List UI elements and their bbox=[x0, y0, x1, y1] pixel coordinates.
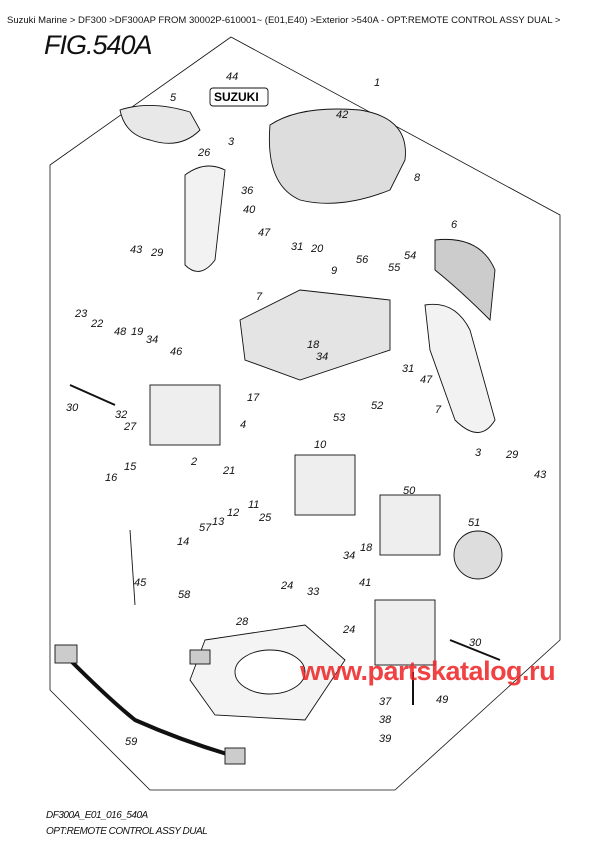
footer-code: DF300A_E01_016_540A bbox=[46, 810, 148, 821]
connector-harness-end bbox=[224, 747, 246, 765]
part-label-21[interactable]: 21 bbox=[222, 465, 235, 477]
part-label-33[interactable]: 33 bbox=[307, 586, 320, 598]
handle-part-6 bbox=[434, 238, 496, 321]
part-label-11[interactable]: 11 bbox=[248, 499, 259, 511]
part-label-45[interactable]: 45 bbox=[134, 577, 147, 589]
part-label-54[interactable]: 54 bbox=[404, 250, 416, 262]
part-label-52[interactable]: 52 bbox=[371, 400, 383, 412]
part-label-32[interactable]: 32 bbox=[115, 409, 127, 421]
part-label-43[interactable]: 43 bbox=[130, 244, 143, 256]
part-label-18[interactable]: 18 bbox=[360, 542, 373, 554]
part-label-30[interactable]: 30 bbox=[66, 402, 79, 414]
part-label-57[interactable]: 57 bbox=[199, 522, 212, 534]
part-label-29[interactable]: 29 bbox=[150, 247, 163, 259]
part-label-20[interactable]: 20 bbox=[310, 243, 324, 255]
part-label-7[interactable]: 7 bbox=[256, 291, 263, 303]
part-label-4[interactable]: 4 bbox=[240, 419, 246, 431]
part-label-31[interactable]: 31 bbox=[402, 363, 414, 375]
part-label-1[interactable]: 1 bbox=[374, 77, 380, 89]
part-label-15[interactable]: 15 bbox=[124, 461, 137, 473]
part-label-5[interactable]: 5 bbox=[170, 92, 177, 104]
part-label-44[interactable]: 44 bbox=[226, 71, 238, 83]
part-label-13[interactable]: 13 bbox=[212, 516, 225, 528]
part-label-58[interactable]: 58 bbox=[178, 589, 191, 601]
harness-part-59 bbox=[68, 658, 231, 757]
part-label-16[interactable]: 16 bbox=[105, 472, 118, 484]
part-label-18[interactable]: 18 bbox=[307, 339, 320, 351]
part-label-42[interactable]: 42 bbox=[336, 109, 348, 121]
part-label-39[interactable]: 39 bbox=[379, 733, 391, 745]
footer-name: OPT:REMOTE CONTROL ASSY DUAL bbox=[46, 826, 208, 837]
frame-outline bbox=[49, 36, 561, 791]
part-label-23[interactable]: 23 bbox=[74, 308, 88, 320]
part-label-36[interactable]: 36 bbox=[241, 185, 254, 197]
part-label-50[interactable]: 50 bbox=[403, 485, 416, 497]
housing-part-50 bbox=[379, 494, 441, 556]
cover-part-1 bbox=[268, 108, 406, 204]
housing-part-2 bbox=[149, 384, 221, 446]
part-label-41[interactable]: 41 bbox=[359, 577, 371, 589]
housing-part-10 bbox=[294, 454, 356, 516]
part-label-38[interactable]: 38 bbox=[379, 714, 392, 726]
part-label-8[interactable]: 8 bbox=[414, 172, 421, 184]
tie-part-45 bbox=[129, 529, 136, 606]
case-part-9 bbox=[239, 289, 391, 381]
part-label-10[interactable]: 10 bbox=[314, 439, 327, 451]
part-label-3[interactable]: 3 bbox=[475, 447, 482, 459]
part-label-2[interactable]: 2 bbox=[190, 456, 197, 468]
part-label-59[interactable]: 59 bbox=[125, 736, 137, 748]
figure-title: FIG.540A bbox=[44, 30, 153, 60]
gear-part-51 bbox=[453, 530, 503, 580]
part-label-51[interactable]: 51 bbox=[468, 517, 480, 529]
breadcrumb[interactable]: Suzuki Marine > DF300 >DF300AP FROM 3000… bbox=[7, 15, 561, 26]
part-label-46[interactable]: 46 bbox=[170, 346, 183, 358]
connector-part-58 bbox=[189, 649, 211, 665]
part-label-17[interactable]: 17 bbox=[247, 392, 260, 404]
part-label-9[interactable]: 9 bbox=[331, 265, 337, 277]
lever-part-7 bbox=[424, 303, 496, 433]
part-label-24[interactable]: 24 bbox=[280, 580, 293, 592]
part-label-34[interactable]: 34 bbox=[146, 334, 158, 346]
watermark: www.partskatalog.ru bbox=[300, 656, 556, 686]
gasket-hole bbox=[234, 649, 306, 695]
connector-left bbox=[54, 644, 78, 664]
part-label-40[interactable]: 40 bbox=[243, 204, 256, 216]
part-label-30[interactable]: 30 bbox=[469, 637, 482, 649]
part-label-47[interactable]: 47 bbox=[420, 374, 433, 386]
suzuki-emblem bbox=[209, 87, 269, 107]
bolt-part-30b bbox=[449, 639, 501, 661]
part-label-14[interactable]: 14 bbox=[177, 536, 189, 548]
part-label-29[interactable]: 29 bbox=[505, 449, 518, 461]
part-label-31[interactable]: 31 bbox=[291, 241, 303, 253]
part-label-24[interactable]: 24 bbox=[342, 624, 355, 636]
bolt-part-30 bbox=[69, 384, 116, 406]
part-label-28[interactable]: 28 bbox=[235, 616, 249, 628]
part-drawings bbox=[54, 87, 503, 765]
part-label-7[interactable]: 7 bbox=[435, 404, 442, 416]
part-label-22[interactable]: 22 bbox=[90, 318, 103, 330]
part-label-26[interactable]: 26 bbox=[197, 147, 211, 159]
part-label-55[interactable]: 55 bbox=[388, 262, 401, 274]
handle-part-5 bbox=[119, 105, 201, 144]
part-label-48[interactable]: 48 bbox=[114, 326, 127, 338]
part-label-49[interactable]: 49 bbox=[436, 694, 448, 706]
part-label-19[interactable]: 19 bbox=[131, 326, 143, 338]
part-label-12[interactable]: 12 bbox=[227, 507, 239, 519]
part-label-47[interactable]: 47 bbox=[258, 227, 271, 239]
part-label-37[interactable]: 37 bbox=[379, 696, 392, 708]
housing-part-49 bbox=[374, 599, 436, 666]
suzuki-logo-text: SUZUKI bbox=[214, 90, 259, 104]
part-label-3[interactable]: 3 bbox=[228, 136, 235, 148]
part-label-34[interactable]: 34 bbox=[316, 351, 328, 363]
part-label-53[interactable]: 53 bbox=[333, 412, 346, 424]
part-label-34[interactable]: 34 bbox=[343, 550, 355, 562]
part-label-6[interactable]: 6 bbox=[451, 219, 458, 231]
part-label-27[interactable]: 27 bbox=[123, 421, 137, 433]
lever-part-3 bbox=[184, 165, 226, 272]
part-label-43[interactable]: 43 bbox=[534, 469, 547, 481]
part-label-56[interactable]: 56 bbox=[356, 254, 369, 266]
part-label-25[interactable]: 25 bbox=[258, 512, 272, 524]
